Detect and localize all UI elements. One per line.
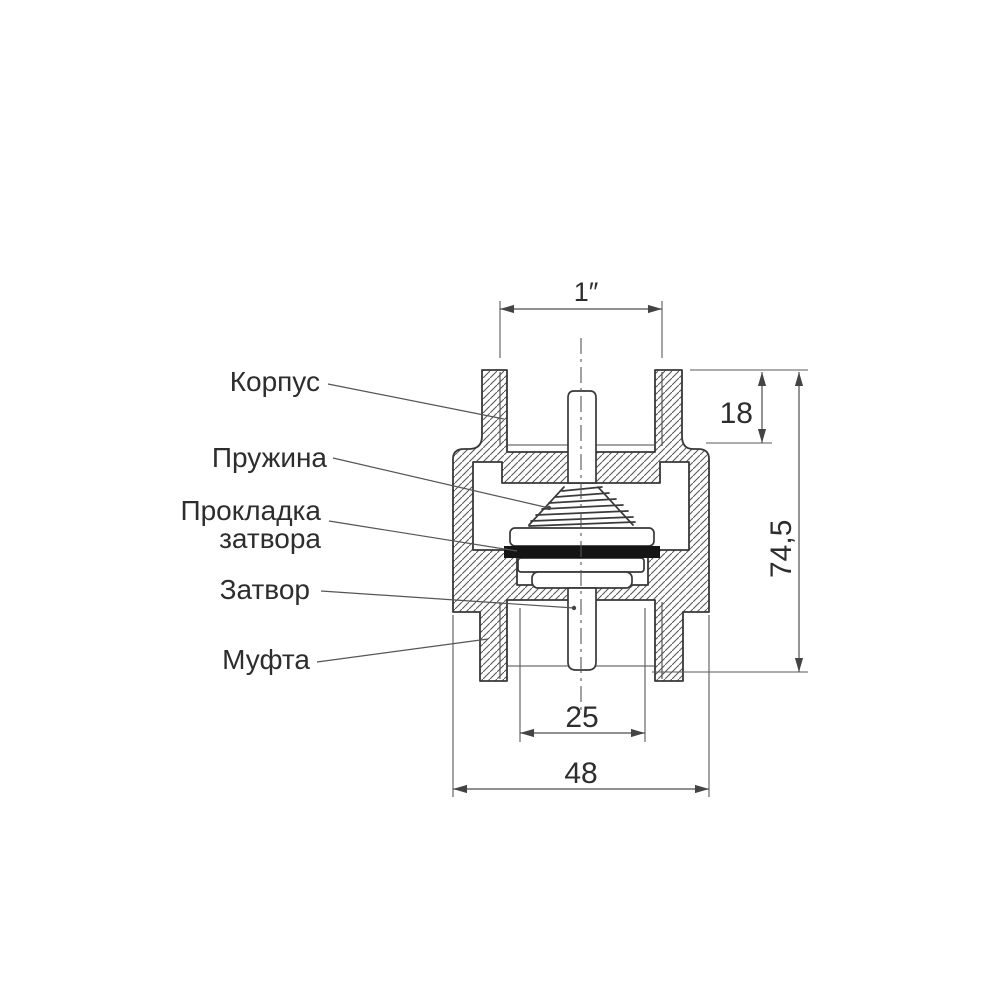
label-korpus: Корпус: [230, 366, 320, 397]
leader-prokladka: [328, 520, 518, 552]
part-labels: Корпус Пружина Прокладка затвора Затвор …: [180, 366, 577, 675]
valve-stem-upper: [567, 390, 597, 484]
leader-mufta: [316, 638, 489, 663]
poppet-lower-plate: [531, 571, 633, 589]
dimension-top-height: 18: [706, 372, 772, 444]
leader-zatvor-dot: [571, 605, 577, 611]
label-pruzhina: Пружина: [212, 442, 328, 473]
leader-zatvor: [320, 590, 575, 609]
poppet-assembly: [509, 390, 655, 671]
leader-pruzhina: [332, 457, 550, 509]
poppet-top-plate: [509, 527, 655, 547]
leader-pruzhina-dot: [546, 505, 552, 511]
dimension-top-port: 1″: [499, 277, 663, 358]
dimensions: 1″ 18 74,5 25 48: [452, 277, 808, 797]
dimension-top-height-value: 18: [720, 397, 753, 430]
dimension-seat-bore: 25: [519, 608, 646, 742]
dimension-total-height: 74,5: [652, 372, 808, 673]
dimension-body-width: 48: [452, 615, 710, 797]
label-zatvor: Затвор: [220, 574, 310, 605]
dimension-top-port-value: 1″: [574, 277, 599, 307]
valve-stem-lower: [567, 587, 597, 671]
dimension-seat-bore-value: 25: [565, 701, 598, 734]
dimension-body-width-value: 48: [564, 757, 597, 790]
label-prokladka-line2: затвора: [219, 523, 321, 554]
label-mufta: Муфта: [222, 644, 310, 675]
leader-korpus: [327, 383, 505, 420]
spring: [528, 486, 636, 527]
dimension-total-height-value: 74,5: [765, 520, 798, 578]
label-prokladka-line1: Прокладка: [180, 495, 321, 526]
gasket-seal: [504, 546, 660, 558]
